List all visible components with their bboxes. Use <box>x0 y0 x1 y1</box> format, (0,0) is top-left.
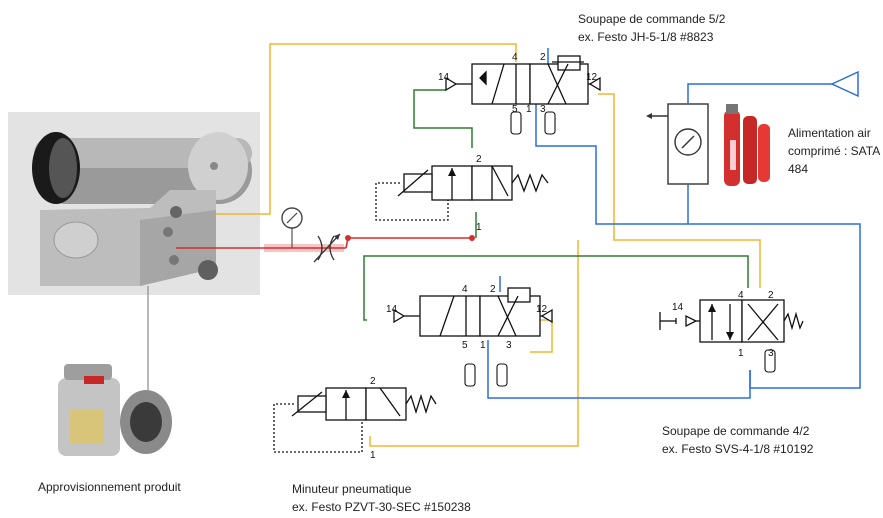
port-1-label: 1 <box>480 340 486 351</box>
product-supply-label: Approvisionnement produit <box>38 480 181 494</box>
air-supply-label: Alimentation air comprimé : SATA 484 <box>788 126 881 176</box>
exhaust-muffler-icon <box>464 363 508 387</box>
port-12-label: 12 <box>536 304 548 315</box>
port-1-label: 1 <box>476 222 482 233</box>
valve-5-2-top: 14 4 2 12 5 1 3 <box>438 52 601 135</box>
air-supply-image <box>646 103 770 186</box>
exhaust-muffler-icon <box>510 111 556 135</box>
timer-valve-upper: 2 1 <box>375 154 549 233</box>
port-3-label: 3 <box>768 348 774 359</box>
valve-5-2-middle: 14 4 2 12 5 1 3 <box>386 284 553 387</box>
port-3-label: 3 <box>540 104 546 115</box>
valve-5-2-label: Soupape de commande 5/2 ex. Festo JH-5-1… <box>578 12 726 44</box>
port-5-label: 5 <box>512 104 518 115</box>
red-line <box>176 235 475 252</box>
port-4-label: 4 <box>462 284 468 295</box>
green-lines <box>363 89 749 321</box>
port-12-label: 12 <box>586 72 598 83</box>
timer-label: Minuteur pneumatique ex. Festo PZVT-30-S… <box>292 482 471 514</box>
valve-4-2-label: Soupape de commande 4/2 ex. Festo SVS-4-… <box>662 424 814 456</box>
port-1-label: 1 <box>526 104 532 115</box>
pressure-gauge-icon <box>281 207 303 248</box>
timer-valve-lower: 2 1 <box>273 376 437 461</box>
port-5-label: 5 <box>462 340 468 351</box>
port-4-label: 4 <box>738 290 744 301</box>
port-14-label: 14 <box>386 304 398 315</box>
port-2-label: 2 <box>476 154 482 165</box>
port-14-label: 14 <box>672 302 684 313</box>
port-2-label: 2 <box>490 284 496 295</box>
port-1-label: 1 <box>370 450 376 461</box>
flow-restrictor-icon <box>313 233 341 263</box>
air-inlet-icon <box>830 70 859 98</box>
valve-4-2-right: 14 4 2 1 3 <box>659 290 804 373</box>
exhaust-muffler-icon <box>764 349 776 373</box>
port-3-label: 3 <box>506 340 512 351</box>
port-4-label: 4 <box>512 52 518 63</box>
product-supply-image <box>58 364 172 456</box>
port-2-label: 2 <box>768 290 774 301</box>
port-2-label: 2 <box>370 376 376 387</box>
blue-lines <box>487 48 861 399</box>
port-2-label: 2 <box>540 52 546 63</box>
spray-gun-image <box>8 112 260 295</box>
port-14-label: 14 <box>438 72 450 83</box>
port-1-label: 1 <box>738 348 744 359</box>
yellow-lines <box>216 43 761 447</box>
